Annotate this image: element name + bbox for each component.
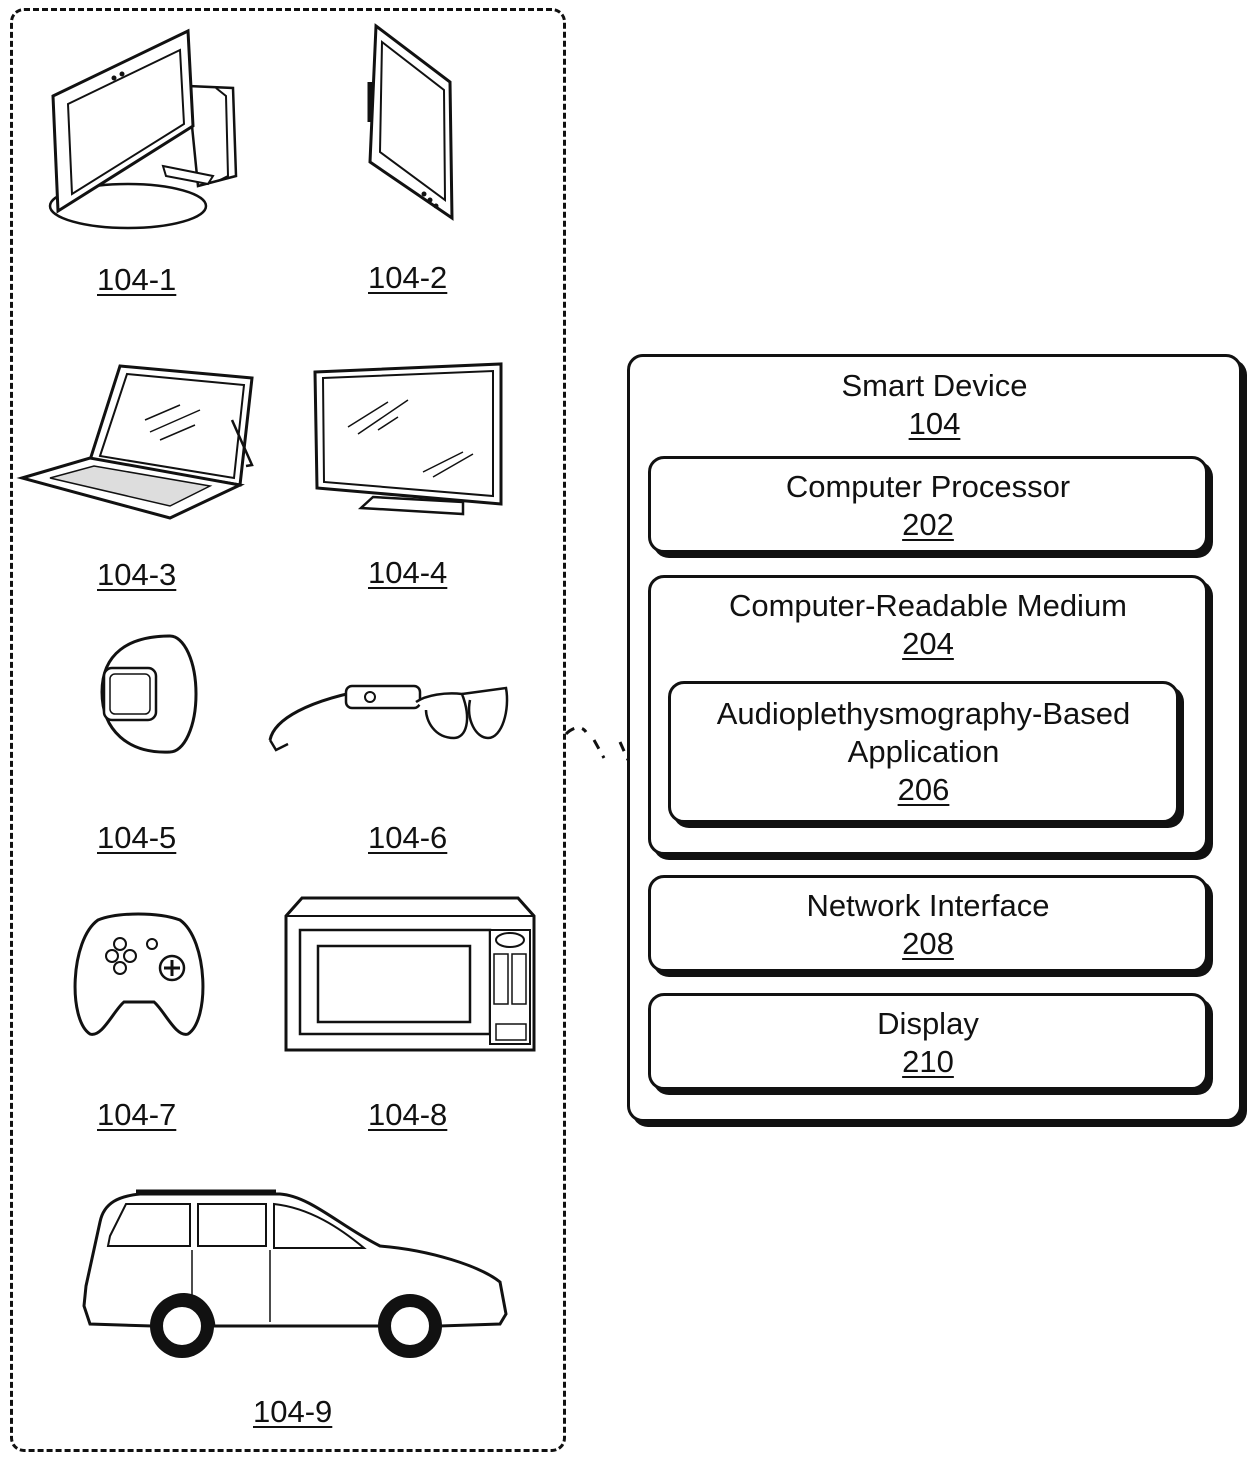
device-group-border xyxy=(10,8,566,1452)
application-title-line2: Application xyxy=(847,734,1000,769)
television-icon xyxy=(313,362,503,516)
smartwatch-icon xyxy=(100,634,198,754)
application-ref: 206 xyxy=(897,772,950,807)
tablet-icon xyxy=(367,23,454,221)
microwave-icon xyxy=(284,896,536,1052)
smart-glasses-icon xyxy=(268,684,509,752)
device-ref-104-4: 104-4 xyxy=(368,555,448,590)
computer-readable-medium-title: Computer-Readable Medium xyxy=(728,588,1128,623)
device-ref-104-2: 104-2 xyxy=(368,260,448,295)
computer-processor-ref: 202 xyxy=(902,507,954,542)
network-interface-ref: 208 xyxy=(902,926,954,961)
device-ref-104-9: 104-9 xyxy=(253,1394,333,1429)
network-interface-title: Network Interface xyxy=(806,888,1050,923)
computer-processor-title: Computer Processor xyxy=(785,469,1071,504)
desktop-computer-icon xyxy=(48,28,238,230)
application-title-line1: Audioplethysmography-Based xyxy=(716,696,1131,731)
vehicle-icon xyxy=(82,1189,508,1358)
smart-device-ref: 104 xyxy=(908,406,961,441)
device-ref-104-5: 104-5 xyxy=(97,820,177,855)
display-title: Display xyxy=(877,1006,979,1041)
network-interface-box: Network Interface 208 xyxy=(648,875,1208,972)
device-ref-104-7: 104-7 xyxy=(97,1097,177,1132)
game-controller-icon xyxy=(73,912,205,1036)
display-ref: 210 xyxy=(902,1044,954,1079)
device-ref-104-8: 104-8 xyxy=(368,1097,448,1132)
display-box: Display 210 xyxy=(648,993,1208,1090)
application-box: Audioplethysmography-Based Application 2… xyxy=(668,681,1179,823)
device-ref-104-1: 104-1 xyxy=(97,262,177,297)
connector-line xyxy=(564,726,630,761)
laptop-icon xyxy=(16,364,254,520)
device-ref-104-6: 104-6 xyxy=(368,820,448,855)
computer-processor-box: Computer Processor 202 xyxy=(648,456,1208,553)
device-ref-104-3: 104-3 xyxy=(97,557,177,592)
smart-device-title: Smart Device xyxy=(841,368,1028,403)
computer-readable-medium-ref: 204 xyxy=(902,626,954,661)
